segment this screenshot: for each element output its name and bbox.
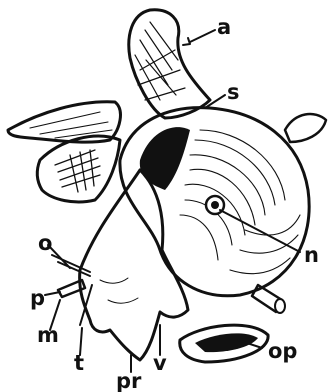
- flap-a: [129, 10, 210, 118]
- label-a: a: [217, 15, 231, 39]
- label-s: s: [227, 80, 240, 104]
- label-t: t: [74, 351, 84, 375]
- label-op: op: [268, 339, 297, 363]
- operculum: [180, 325, 268, 362]
- flap-top-right: [285, 114, 326, 142]
- flap-lower-left: [37, 136, 120, 202]
- label-v: v: [153, 351, 167, 375]
- label-p: p: [30, 286, 45, 310]
- label-n: n: [304, 243, 319, 267]
- tube: [252, 285, 285, 313]
- tentacles: [52, 255, 92, 325]
- label-pr: pr: [116, 369, 142, 392]
- label-m: m: [37, 323, 59, 347]
- label-o: o: [38, 231, 52, 255]
- shell: [120, 108, 309, 296]
